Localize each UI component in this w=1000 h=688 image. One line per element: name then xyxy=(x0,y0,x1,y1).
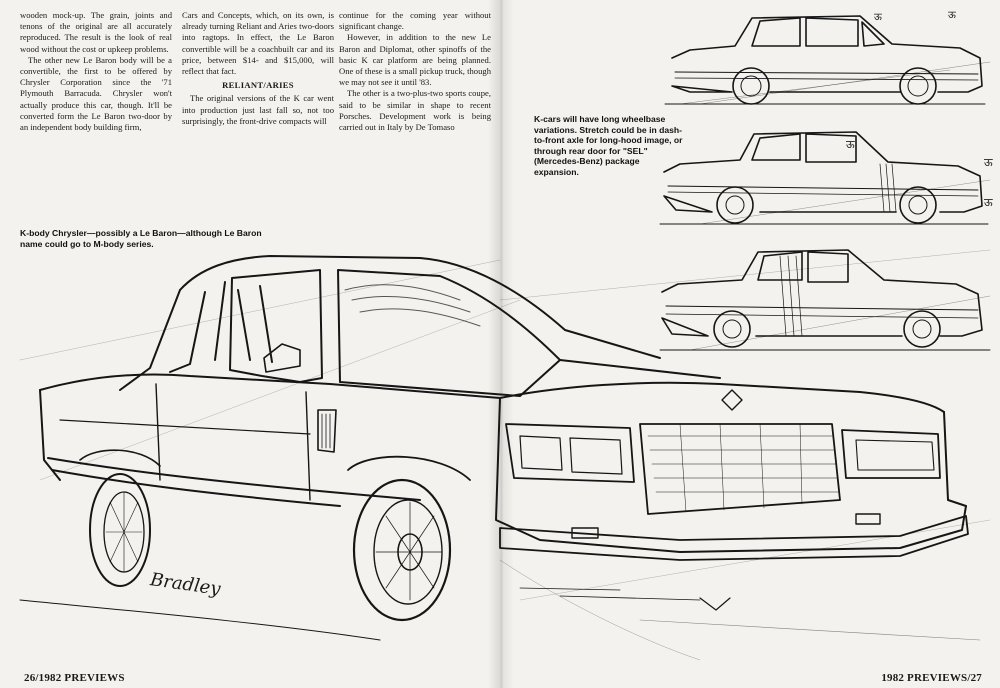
sketch-mark: ऊ xyxy=(984,157,993,169)
paragraph: The other new Le Baron body will be a co… xyxy=(20,54,172,133)
side-view-sketch-1 xyxy=(664,15,991,105)
construction-lines xyxy=(19,249,991,601)
side-view-sketch-3 xyxy=(659,249,991,351)
paragraph: wooden mock-up. The grain, joints and te… xyxy=(20,10,172,54)
paragraph: The other is a two-plus-two sports coupe… xyxy=(339,88,491,133)
perspective-car-sketch xyxy=(19,255,981,661)
article-column-2: Cars and Concepts, which, on its own, is… xyxy=(182,10,334,127)
paragraph: Cars and Concepts, which, on its own, is… xyxy=(182,10,334,77)
caption-text: K-cars will have long wheelbase variatio… xyxy=(534,114,683,156)
caption-perspective: K-body Chrysler—possibly a Le Baron—alth… xyxy=(20,228,262,249)
caption-text: (Mercedes-Benz) package expansion. xyxy=(534,156,640,177)
caption-sel: "SEL" xyxy=(622,145,648,156)
article-column-1: wooden mock-up. The grain, joints and te… xyxy=(20,10,172,133)
side-view-sketch-2 xyxy=(659,131,991,225)
caption-side-views: K-cars will have long wheelbase variatio… xyxy=(534,114,684,178)
sketch-mark: ऊ xyxy=(948,10,956,21)
sketch-mark: ऊ xyxy=(874,12,882,23)
page-number-right: 1982 PREVIEWS/27 xyxy=(881,672,982,684)
paragraph: The original versions of the K car went … xyxy=(182,93,334,126)
page-number-left: 26/1982 PREVIEWS xyxy=(24,672,125,684)
paragraph: However, in addition to the new Le Baron… xyxy=(339,32,491,88)
article-column-3: continue for the coming year without sig… xyxy=(339,10,491,133)
page-gutter xyxy=(488,0,514,688)
paragraph: continue for the coming year without sig… xyxy=(339,10,491,32)
sketch-mark: ऊ xyxy=(984,197,993,209)
sketch-mark: ऊ xyxy=(846,139,855,151)
section-heading: RELIANT/ARIES xyxy=(222,80,294,91)
